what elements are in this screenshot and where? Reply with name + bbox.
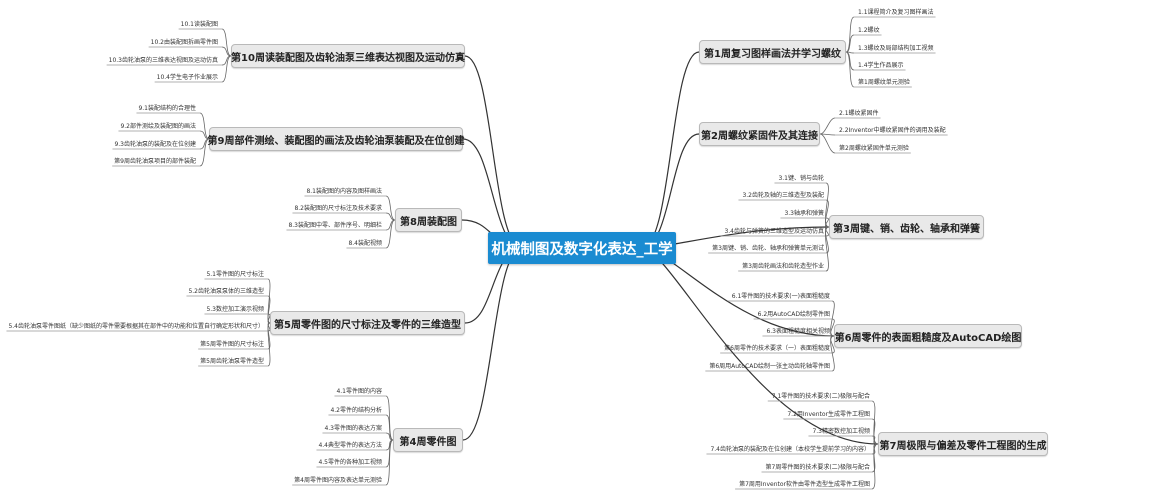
subtopic-item[interactable]: 4.5零件的各种加工视频	[318, 459, 382, 466]
subtopic-connector	[830, 335, 835, 372]
subtopic-connector	[819, 117, 836, 135]
topic-left-1[interactable]: 第10周读装配图及齿轮油泵三维表达视图及运动仿真	[231, 44, 465, 68]
subtopic-connector	[267, 322, 271, 367]
central-topic[interactable]: 机械制图及数字化表达_工学	[488, 232, 676, 264]
subtopic-item[interactable]: 第6周用AutoCAD绘制一张主动齿轮轴零件图	[709, 363, 830, 370]
topic-left-5[interactable]: 第4周零件图	[393, 428, 463, 452]
subtopic-connector	[819, 133, 836, 154]
subtopic-item[interactable]: 8.3装配图中零、部件序号、明细栏	[288, 222, 382, 229]
subtopic-item[interactable]: 5.2齿轮油泵泵体的三维造型	[188, 288, 264, 295]
subtopic-item[interactable]: 6.1零件图的技术要求(一)表面粗糙度	[731, 293, 830, 300]
subtopic-item[interactable]: 9.3齿轮油泵的装配及在位创建	[114, 141, 196, 148]
subtopic-connector	[221, 55, 232, 83]
subtopic-item[interactable]: 9.2部件测绘及装配图的画法	[120, 123, 196, 130]
subtopic-item[interactable]: 6.3表面粗糙度相关视频	[766, 328, 830, 335]
subtopic-connector	[385, 395, 394, 441]
subtopic-connector	[385, 414, 394, 441]
subtopic-item[interactable]: 1.3螺纹及局部结构加工视频	[858, 45, 934, 52]
subtopic-item[interactable]: 5.3数控加工演示视频	[206, 306, 264, 313]
subtopic-connector	[385, 195, 396, 221]
subtopic-connector	[267, 295, 271, 324]
subtopic-item[interactable]: 第5周零件图的尺寸标注	[200, 341, 264, 348]
subtopic-item[interactable]: 第7周用Inventor软件由零件造型生成零件工程图	[739, 481, 870, 488]
subtopic-connector	[830, 300, 835, 337]
branch-connector	[462, 247, 523, 441]
subtopic-item[interactable]: 第3周齿轮画法和齿轮造型作业	[742, 263, 824, 270]
subtopic-item[interactable]: 7.2用Inventor生成零件工程图	[787, 411, 870, 418]
subtopic-connector	[385, 212, 396, 221]
topic-right-3[interactable]: 第3周键、销、齿轮、轴承和弹簧	[829, 215, 984, 239]
topic-right-1[interactable]: 第1周复习图样画法并学习螺纹	[699, 40, 846, 64]
subtopic-item[interactable]: 3.4齿轮与弹簧的三维造型及运动仿真	[724, 228, 824, 235]
subtopic-connector	[830, 318, 835, 337]
subtopic-item[interactable]: 8.2装配图的尺寸标注及技术要求	[294, 205, 382, 212]
subtopic-connector	[825, 199, 830, 228]
subtopic-connector	[267, 278, 271, 324]
topic-left-3[interactable]: 第8周装配图	[395, 208, 462, 232]
subtopic-item[interactable]: 10.4学生电子作业展示	[156, 74, 218, 81]
subtopic-item[interactable]: 4.2零件的结构分析	[330, 407, 382, 414]
subtopic-item[interactable]: 10.2由装配图拆画零件图	[150, 39, 218, 46]
subtopic-item[interactable]: 4.3零件图的表达方案	[324, 425, 382, 432]
subtopic-connector	[825, 182, 830, 228]
subtopic-item[interactable]: 2.1螺纹紧固件	[839, 110, 879, 117]
subtopic-item[interactable]: 5.4齿轮油泵零件图纸（缺少图纸的零件需要根据其在部件中的功能和位置自行确定形状…	[8, 323, 264, 330]
topic-right-4[interactable]: 第6周零件的表面粗糙度及AutoCAD绘图	[834, 324, 1022, 348]
subtopic-item[interactable]: 10.1读装配图	[180, 21, 218, 28]
subtopic-item[interactable]: 10.3齿轮油泵的三维表达视图及运动仿真	[108, 57, 218, 64]
topic-right-2[interactable]: 第2周螺纹紧固件及其连接	[699, 122, 820, 146]
subtopic-connector	[871, 443, 879, 490]
subtopic-item[interactable]: 第9周齿轮油泵项目的部件装配	[114, 158, 196, 165]
subtopic-item[interactable]: 第3周键、销、齿轮、轴承和弹簧单元测试	[712, 245, 824, 252]
subtopic-item[interactable]: 第4周零件图内容及表达单元测验	[294, 477, 382, 484]
subtopic-item[interactable]: 第7周零件图的技术要求(二)极限与配合	[765, 464, 871, 471]
subtopic-item[interactable]: 第1周螺纹单元测验	[858, 79, 910, 86]
subtopic-connector	[871, 400, 879, 445]
subtopic-connector	[221, 28, 232, 57]
subtopic-connector	[199, 138, 210, 167]
subtopic-item[interactable]: 3.3轴承和弹簧	[784, 210, 824, 217]
subtopic-connector	[385, 219, 396, 249]
subtopic-connector	[221, 55, 232, 66]
subtopic-item[interactable]: 9.1装配结构的合理性	[138, 105, 196, 112]
subtopic-item[interactable]: 5.1零件图的尺寸标注	[206, 271, 264, 278]
subtopic-item[interactable]: 1.1课程简介及复习图样画法	[858, 9, 934, 16]
subtopic-item[interactable]: 7.1零件图的技术要求(二)极限与配合	[771, 393, 870, 400]
subtopic-connector	[845, 34, 855, 53]
topic-right-5[interactable]: 第7周极限与偏差及零件工程图的生成	[878, 432, 1048, 456]
subtopic-connector	[221, 46, 232, 57]
subtopic-item[interactable]: 7.3精密数控加工视频	[812, 428, 870, 435]
subtopic-item[interactable]: 4.1零件图的内容	[336, 388, 382, 395]
subtopic-item[interactable]: 1.2螺纹	[858, 27, 880, 34]
subtopic-item[interactable]: 6.2用AutoCAD绘制零件图	[757, 311, 830, 318]
subtopic-item[interactable]: 第6周零件的技术要求（一）表面粗糙度	[724, 345, 830, 352]
subtopic-item[interactable]: 4.4典型零件的表达方法	[318, 442, 382, 449]
subtopic-connector	[825, 226, 830, 272]
subtopic-item[interactable]: 3.1键、销与齿轮	[778, 175, 824, 182]
branch-connector	[641, 51, 700, 249]
subtopic-item[interactable]: 2.2Inventor中螺纹紧固件的调用及装配	[839, 127, 946, 134]
branch-connector	[464, 55, 523, 249]
subtopic-connector	[385, 439, 394, 486]
subtopic-connector	[871, 418, 879, 445]
subtopic-connector	[385, 219, 396, 231]
topic-left-4[interactable]: 第5周零件图的尺寸标注及零件的三维造型	[270, 311, 465, 335]
subtopic-item[interactable]: 1.4学生作品展示	[858, 62, 904, 69]
subtopic-item[interactable]: 3.2齿轮及轴的三维造型及装配	[742, 192, 824, 199]
subtopic-item[interactable]: 8.4装配视频	[348, 240, 382, 247]
subtopic-connector	[845, 51, 855, 88]
subtopic-item[interactable]: 第2周螺纹紧固件单元测验	[839, 145, 909, 152]
subtopic-item[interactable]: 第5周齿轮油泵零件造型	[200, 358, 264, 365]
subtopic-connector	[199, 112, 210, 140]
subtopic-item[interactable]: 8.1装配图的内容及图样画法	[306, 188, 382, 195]
subtopic-connector	[845, 16, 855, 53]
subtopic-item[interactable]: 7.4齿轮油泵的装配及在位创建（本校学生提前学习的内容）	[710, 446, 870, 453]
subtopic-connector	[199, 130, 210, 140]
topic-left-2[interactable]: 第9周部件测绘、装配图的画法及齿轮油泵装配及在位创建	[208, 127, 464, 151]
